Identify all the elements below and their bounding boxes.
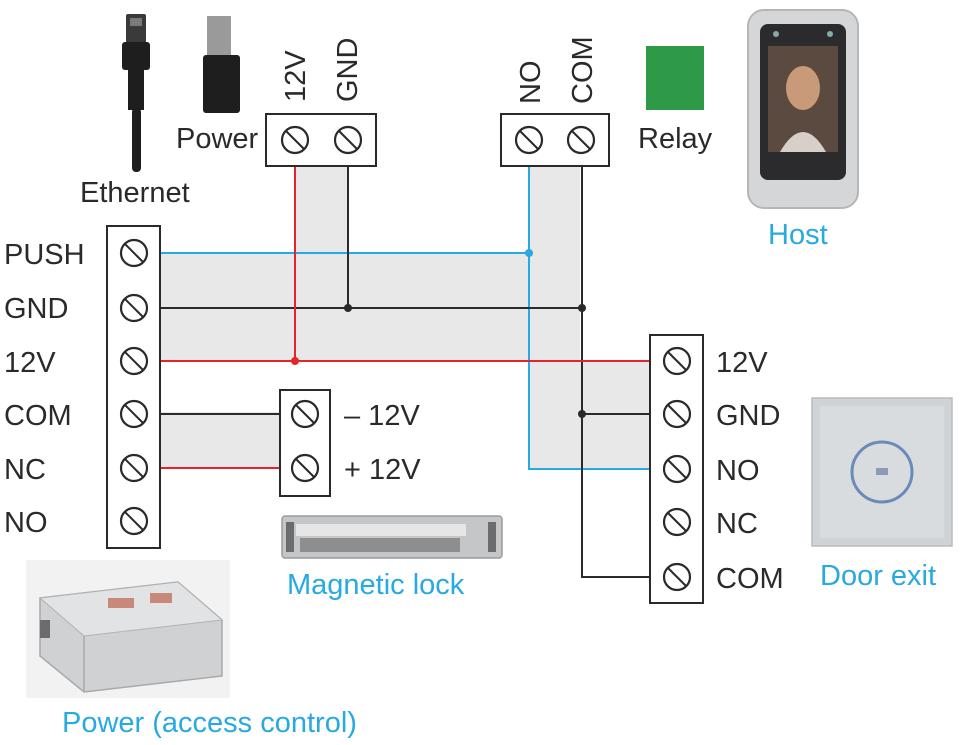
wires — [160, 166, 652, 578]
power-terminal-12v-label: 12V — [280, 50, 312, 102]
magnetic-lock-caption: Magnetic lock — [287, 569, 465, 601]
lock-terminal-block — [279, 389, 331, 497]
exit-button-icon — [811, 397, 953, 547]
power-supply-box-icon — [26, 560, 230, 698]
lock-terminal-minus-12v: – 12V — [344, 400, 420, 432]
host-caption: Host — [768, 219, 828, 251]
relay-com-wire — [581, 166, 652, 578]
junction-dot — [578, 410, 586, 418]
dc-power-plug-icon — [203, 16, 240, 113]
relay-terminal-com-label: COM — [567, 36, 599, 104]
lock-terminal-plus-12v: + 12V — [344, 454, 421, 486]
controller-terminal-com: COM — [4, 400, 72, 432]
relay-icon — [646, 46, 704, 110]
magnetic-lock-icon — [281, 515, 503, 559]
door-exit-terminal-block — [649, 334, 704, 604]
door-exit-terminal-com: COM — [716, 563, 784, 595]
controller-terminal-gnd: GND — [4, 293, 68, 325]
power-terminal-gnd-label: GND — [332, 38, 364, 102]
door-exit-terminal-12v: 12V — [716, 347, 768, 379]
ethernet-label: Ethernet — [80, 177, 190, 209]
junction-dot — [578, 304, 586, 312]
door-exit-terminal-no: NO — [716, 455, 760, 487]
relay-terminal-block — [500, 113, 610, 167]
door-exit-caption: Door exit — [820, 560, 936, 592]
relay-terminal-no-label: NO — [515, 61, 547, 105]
door-exit-terminal-nc: NC — [716, 508, 758, 540]
door-exit-terminal-gnd: GND — [716, 400, 780, 432]
relay-label: Relay — [638, 123, 713, 155]
power-access-control-caption: Power (access control) — [62, 707, 357, 739]
controller-terminal-no: NO — [4, 507, 48, 539]
ethernet-cable-icon — [122, 14, 150, 172]
junction-dot — [291, 357, 299, 365]
controller-terminal-block — [106, 225, 161, 549]
wire-junctions — [291, 249, 586, 418]
power-label: Power — [176, 123, 259, 155]
controller-terminal-push: PUSH — [4, 239, 85, 271]
junction-dot — [344, 304, 352, 312]
controller-terminal-12v: 12V — [4, 347, 56, 379]
junction-dot — [525, 249, 533, 257]
relay-no-wire — [528, 166, 652, 470]
power-terminal-block — [265, 113, 377, 167]
face-terminal-icon — [747, 9, 859, 209]
controller-terminal-nc: NC — [4, 454, 46, 486]
